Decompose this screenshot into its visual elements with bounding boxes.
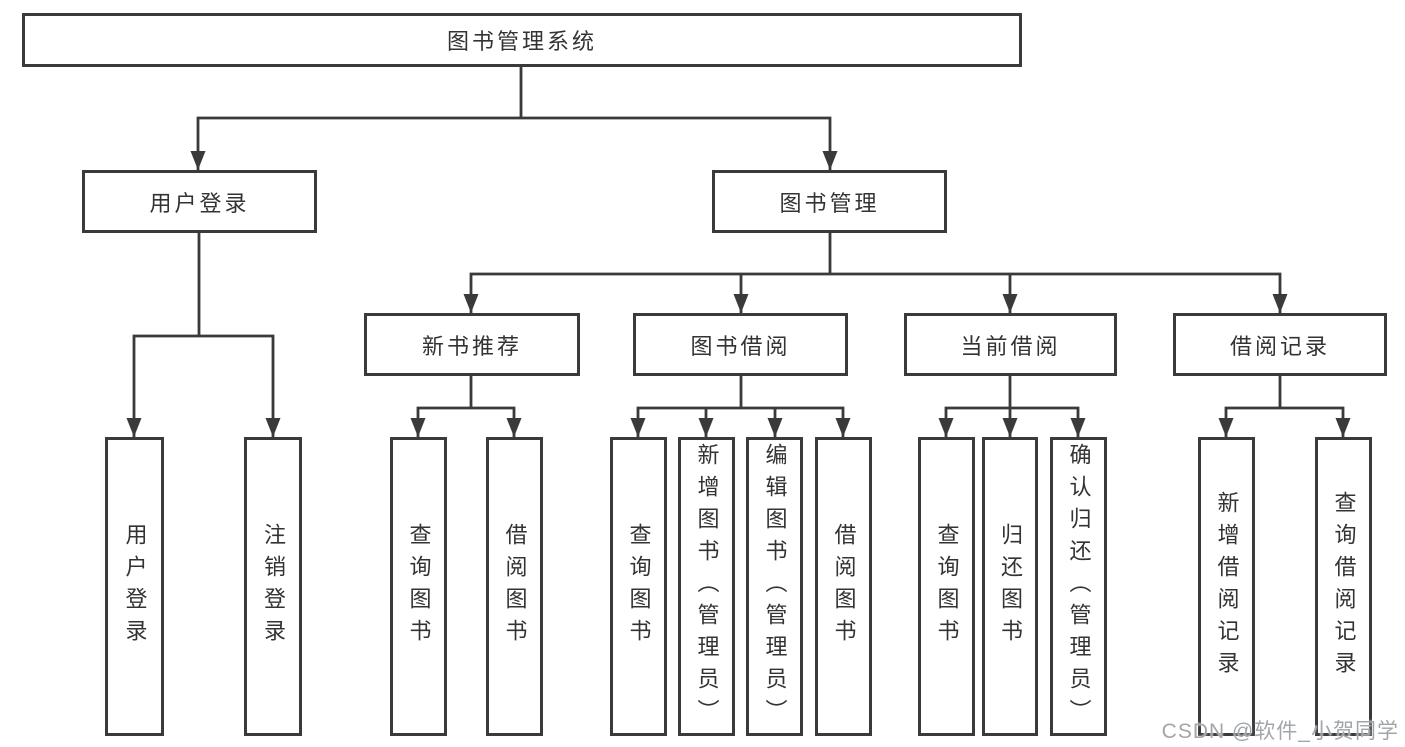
node-label: 新增图书（管理员）	[694, 442, 720, 731]
node-label: 借阅记录	[1229, 333, 1330, 359]
leaf-query-borrow-record: 查询借阅记录	[1315, 437, 1372, 736]
leaf-add-borrow-record: 新增借阅记录	[1198, 437, 1255, 736]
node-label: 确认归还（管理员）	[1066, 442, 1092, 731]
node-label: 图书管理系统	[446, 29, 597, 54]
node-user-login: 用户登录	[82, 170, 317, 233]
leaf-query-books-current: 查询图书	[918, 437, 975, 736]
node-label: 新增借阅记录	[1214, 490, 1240, 683]
leaf-confirm-return-admin: 确认归还（管理员）	[1050, 437, 1107, 736]
leaf-borrow-books-recommend: 借阅图书	[486, 437, 543, 736]
node-label: 当前借阅	[960, 333, 1061, 359]
leaf-logout-login: 注销登录	[244, 437, 302, 736]
node-current-borrowing: 当前借阅	[904, 313, 1117, 376]
leaf-edit-books-admin: 编辑图书（管理员）	[746, 437, 803, 736]
leaf-user-login: 用户登录	[105, 437, 164, 736]
node-label: 查询图书	[934, 522, 960, 651]
node-new-book-recommendation: 新书推荐	[364, 313, 580, 376]
node-label: 查询图书	[626, 522, 652, 651]
node-label: 借阅图书	[502, 522, 528, 651]
node-label: 图书借阅	[690, 333, 791, 359]
node-label: 用户登录	[122, 522, 148, 651]
node-book-management: 图书管理	[712, 170, 947, 233]
node-label: 新书推荐	[421, 333, 522, 359]
leaf-return-books: 归还图书	[982, 437, 1038, 736]
node-book-borrowing: 图书借阅	[633, 313, 848, 376]
node-label: 编辑图书（管理员）	[762, 442, 788, 731]
node-label: 图书管理	[779, 190, 880, 216]
leaf-query-books-borrowing: 查询图书	[610, 437, 667, 736]
csdn-watermark: CSDN @软件_小贺同学	[1161, 720, 1399, 743]
node-label: 归还图书	[998, 522, 1023, 651]
node-label: 查询借阅记录	[1331, 490, 1357, 683]
leaf-query-books-recommend: 查询图书	[390, 437, 447, 736]
node-label: 用户登录	[149, 190, 250, 216]
node-library-management-system: 图书管理系统	[22, 13, 1022, 67]
node-label: 借阅图书	[831, 522, 857, 651]
node-label: 注销登录	[261, 522, 286, 651]
node-borrowing-records: 借阅记录	[1173, 313, 1387, 376]
node-label: 查询图书	[406, 522, 432, 651]
leaf-add-books-admin: 新增图书（管理员）	[678, 437, 735, 736]
leaf-borrow-books: 借阅图书	[815, 437, 872, 736]
